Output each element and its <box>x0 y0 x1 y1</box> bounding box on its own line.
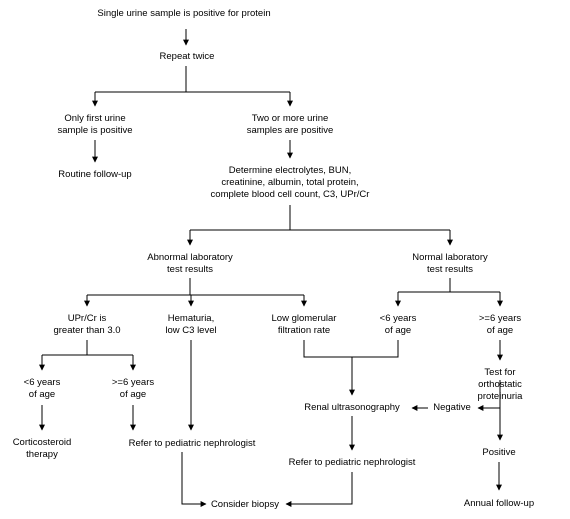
node-two-or-more: Two or more urine samples are positive <box>246 113 334 136</box>
connector-abnormal-split <box>87 278 304 296</box>
node-normal-ge6: >=6 years of age <box>478 313 522 336</box>
node-negative: Negative <box>433 402 471 413</box>
node-normal: Normal laboratory test results <box>412 252 488 275</box>
node-hematuria: Hematuria, low C3 level <box>165 313 217 336</box>
connector-merge-to-renal-us <box>303 340 399 395</box>
node-biopsy: Consider biopsy <box>210 499 280 510</box>
node-abnormal: Abnormal laboratory test results <box>147 252 233 275</box>
node-start: Single urine sample is positive for prot… <box>97 8 271 19</box>
connector-upr-cr-split <box>42 340 133 356</box>
node-renal-us: Renal ultrasonography <box>304 402 400 413</box>
node-steroid: Corticosteroid therapy <box>12 437 72 460</box>
node-low-gfr: Low glomerular filtration rate <box>271 313 337 336</box>
node-determine: Determine electrolytes, BUN, creatinine,… <box>210 165 370 200</box>
node-annual: Annual follow-up <box>463 498 535 509</box>
connector-refer-left-to-biopsy <box>181 452 207 507</box>
connector-refer-mid-to-biopsy <box>285 472 353 507</box>
connector-determine-split <box>190 205 450 231</box>
node-positive: Positive <box>482 447 516 458</box>
node-routine: Routine follow-up <box>58 169 132 180</box>
node-orthostatic: Test for orthostatic proteinuria <box>477 367 523 402</box>
connector-lines <box>39 29 503 507</box>
node-refer-left: Refer to pediatric nephrologist <box>128 438 256 449</box>
connector-normal-split <box>398 278 500 293</box>
node-only-first: Only first urine sample is positive <box>57 113 133 136</box>
node-upr-cr: UPr/Cr is greater than 3.0 <box>53 313 121 336</box>
node-upr-ge6: >=6 years of age <box>111 377 155 400</box>
node-upr-lt6: <6 years of age <box>23 377 61 400</box>
node-normal-lt6: <6 years of age <box>379 313 417 336</box>
connector-repeat-split <box>95 66 290 93</box>
node-refer-mid: Refer to pediatric nephrologist <box>288 457 416 468</box>
node-repeat: Repeat twice <box>159 51 215 62</box>
